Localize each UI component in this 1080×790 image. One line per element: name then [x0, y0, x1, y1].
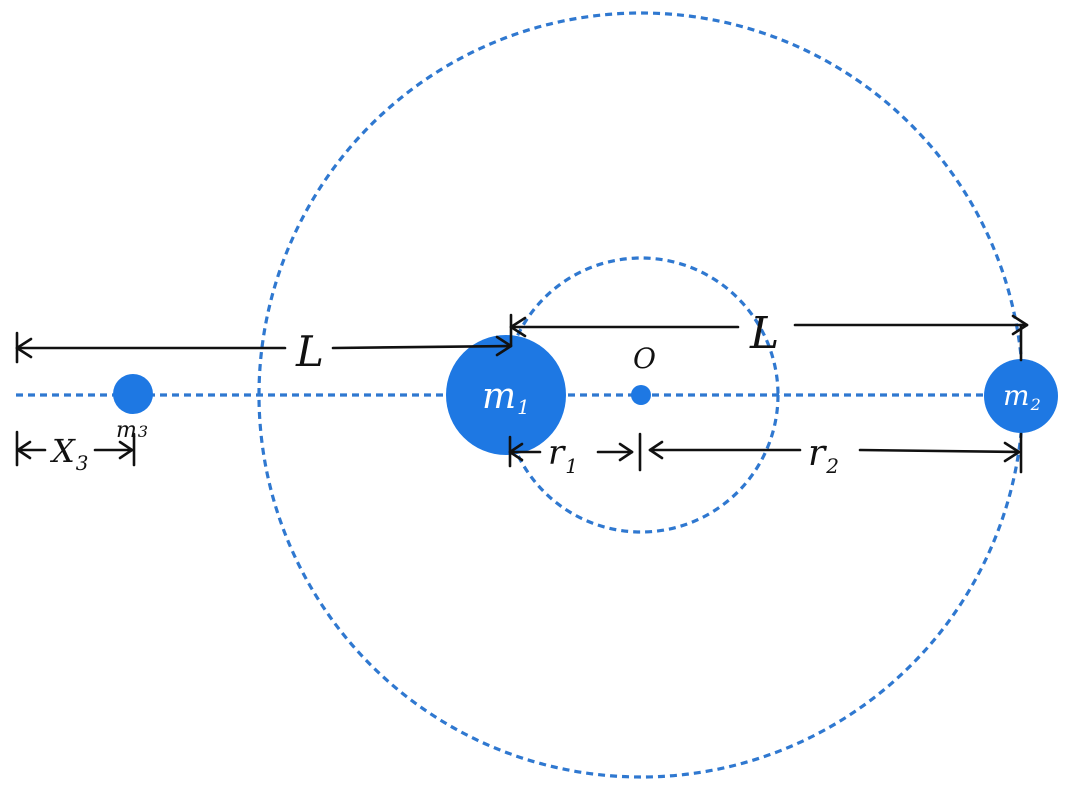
x3-arrowhead-right — [118, 440, 134, 460]
r2-label: r2 — [808, 433, 839, 478]
r1-arrowhead-left — [508, 442, 524, 462]
m2-body — [984, 359, 1058, 433]
l-upper-label: L — [749, 308, 779, 359]
center-point — [631, 385, 651, 405]
x3-label: X3 — [49, 432, 89, 475]
l-left-arrowhead-left — [15, 337, 33, 359]
l-left-label: L — [295, 327, 324, 376]
m3-body — [113, 374, 153, 414]
r1-arrowhead-right — [618, 442, 634, 462]
m1-body — [446, 335, 566, 455]
l-left-arrow-right — [331, 344, 513, 350]
r2-arrow-right — [858, 448, 1021, 454]
x3-arrowhead-left — [16, 440, 32, 460]
l-upper-arrowhead-left — [509, 316, 527, 338]
r2-arrowhead-right — [1003, 441, 1021, 463]
m3-label: m3 — [116, 418, 148, 443]
l-upper-arrowhead-right — [1011, 314, 1029, 336]
m2-label: m2 — [1003, 379, 1041, 414]
r1-label: r1 — [548, 433, 578, 478]
center-label: O — [633, 342, 656, 375]
m1-label: m1 — [482, 376, 530, 419]
r2-arrowhead-left — [648, 440, 664, 460]
l-left-arrowhead-right — [495, 335, 513, 357]
